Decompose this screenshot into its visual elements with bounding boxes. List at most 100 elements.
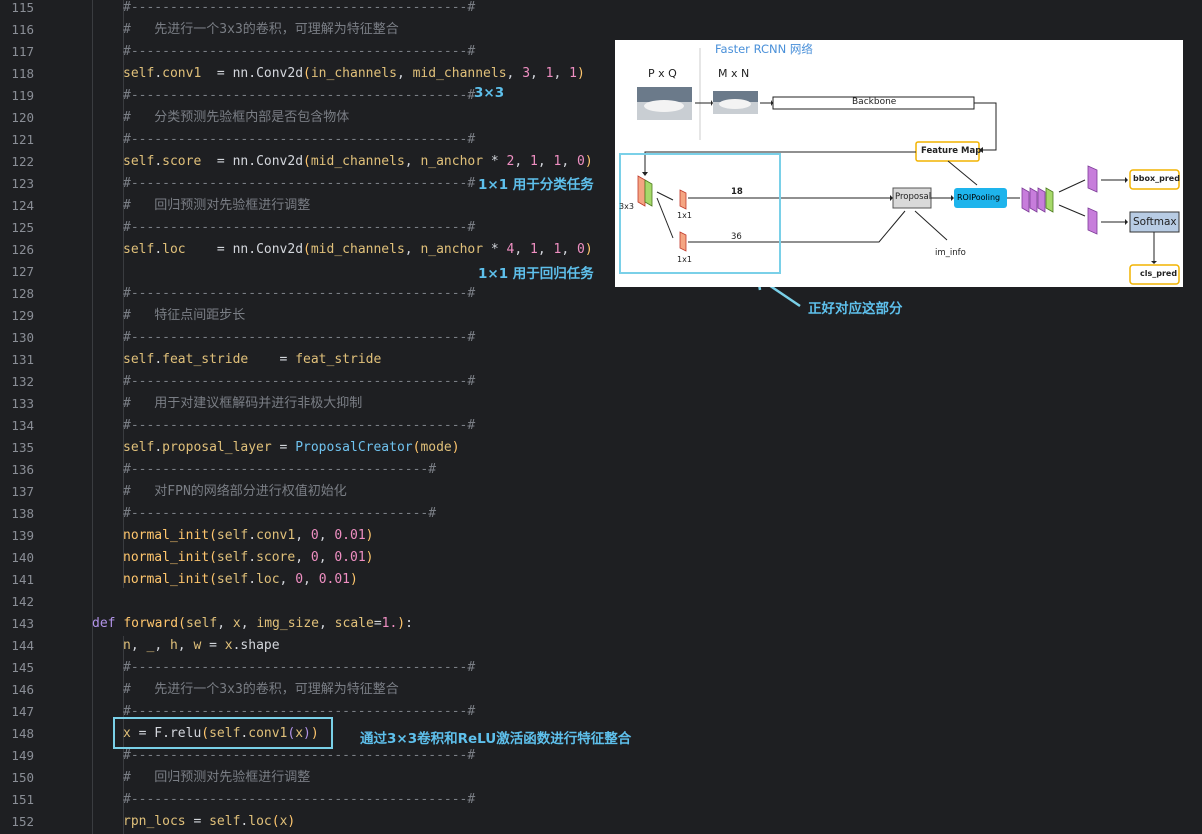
label-cls-pred: cls_pred — [1140, 269, 1178, 278]
line-number: 123 — [11, 176, 34, 191]
comment-separator: #---------------------------------------… — [123, 660, 476, 675]
line-number: 117 — [11, 44, 34, 59]
line-number: 122 — [11, 154, 34, 169]
label-pxq: P x Q — [648, 67, 677, 80]
indent-guide — [123, 636, 124, 834]
label-3x3: 3x3 — [619, 202, 634, 211]
code-line-139: normal_init(self.conv1, 0, 0.01) — [123, 528, 374, 543]
label-softmax: Softmax — [1133, 216, 1177, 228]
line-number: 116 — [11, 22, 34, 37]
line-number: 131 — [11, 352, 34, 367]
roipooling-box — [954, 188, 1007, 208]
line-number: 140 — [11, 550, 34, 565]
line-number: 136 — [11, 462, 34, 477]
line-number: 120 — [11, 110, 34, 125]
line-number-gutter — [0, 0, 62, 834]
code-line-125: #---------------------------------------… — [123, 217, 475, 239]
line-number: 127 — [11, 264, 34, 279]
code-line-147: #---------------------------------------… — [123, 701, 475, 723]
line-number: 141 — [11, 572, 34, 587]
line-number: 128 — [11, 286, 34, 301]
line-number: 135 — [11, 440, 34, 455]
line-number: 142 — [11, 594, 34, 609]
label-im-info: im_info — [935, 248, 966, 258]
label-roipooling: ROIPooling — [957, 193, 1001, 202]
line-number: 118 — [11, 66, 34, 81]
line-number: 130 — [11, 330, 34, 345]
code-editor[interactable]: #---------------------------------------… — [62, 0, 1202, 834]
line-number: 124 — [11, 198, 34, 213]
comment-text: # 特征点间距步长 — [123, 308, 246, 323]
comment-separator: #---------------------------------------… — [123, 748, 476, 763]
comment-separator: #---------------------------------------… — [123, 330, 476, 345]
code-line-126: self.loc = nn.Conv2d(mid_channels, n_anc… — [123, 242, 593, 257]
cls-pred-box — [1129, 264, 1180, 285]
code-line-130: #---------------------------------------… — [123, 327, 475, 349]
code-line-149: #---------------------------------------… — [123, 745, 475, 767]
code-line-135: self.proposal_layer = ProposalCreator(mo… — [123, 440, 460, 455]
line-number: 149 — [11, 748, 34, 763]
code-line-152: rpn_locs = self.loc(x) — [123, 814, 296, 829]
highlight-box-line-148 — [113, 717, 333, 749]
comment-separator: #--------------------------------------# — [123, 462, 437, 477]
line-number: 119 — [11, 88, 34, 103]
comment-separator: #---------------------------------------… — [123, 176, 476, 191]
code-line-144: n, _, h, w = x.shape — [123, 638, 280, 653]
comment-separator: #---------------------------------------… — [123, 374, 476, 389]
line-number: 151 — [11, 792, 34, 807]
label-feature-map: Feature Map — [921, 146, 982, 156]
code-line-131: self.feat_stride = feat_stride — [123, 352, 382, 367]
comment-separator: #---------------------------------------… — [123, 132, 476, 147]
line-number: 139 — [11, 528, 34, 543]
code-line-132: #---------------------------------------… — [123, 371, 475, 393]
line-number: 115 — [11, 0, 34, 15]
indent-guide — [92, 0, 93, 834]
code-line-137: # 对FPN的网络部分进行权值初始化 — [123, 481, 347, 503]
code-line-116: # 先进行一个3x3的卷积，可理解为特征整合 — [123, 19, 399, 41]
line-number: 146 — [11, 682, 34, 697]
line-number: 144 — [11, 638, 34, 653]
code-line-123: #---------------------------------------… — [123, 173, 475, 195]
code-line-148: x = F.relu(self.conv1(x)) — [123, 726, 319, 741]
label-36: 36 — [731, 232, 742, 242]
comment-separator: #--------------------------------------# — [123, 506, 437, 521]
code-line-138: #--------------------------------------# — [123, 503, 436, 525]
comment-separator: #---------------------------------------… — [123, 704, 476, 719]
line-number: 137 — [11, 484, 34, 499]
code-line-145: #---------------------------------------… — [123, 657, 475, 679]
line-number: 125 — [11, 220, 34, 235]
line-number: 132 — [11, 374, 34, 389]
code-line-119: #---------------------------------------… — [123, 85, 475, 107]
code-line-136: #--------------------------------------# — [123, 459, 436, 481]
comment-separator: #---------------------------------------… — [123, 792, 476, 807]
indent-guide — [123, 0, 124, 588]
label-1x1-reg: 1x1 — [677, 255, 692, 264]
code-line-117: #---------------------------------------… — [123, 41, 475, 63]
diagram-graphics — [637, 48, 1180, 285]
code-line-151: #---------------------------------------… — [123, 789, 475, 811]
code-line-122: self.score = nn.Conv2d(mid_channels, n_a… — [123, 154, 593, 169]
code-line-140: normal_init(self.score, 0, 0.01) — [123, 550, 374, 565]
line-number: 126 — [11, 242, 34, 257]
label-backbone: Backbone — [852, 97, 897, 107]
code-line-141: normal_init(self.loc, 0, 0.01) — [123, 572, 358, 587]
line-number: 138 — [11, 506, 34, 521]
code-line-150: # 回归预测对先验框进行调整 — [123, 767, 310, 789]
code-line-115: #---------------------------------------… — [123, 0, 475, 19]
annotation-3x3: 3×3 — [474, 85, 505, 101]
code-line-128: #---------------------------------------… — [123, 283, 475, 305]
comment-separator: #---------------------------------------… — [123, 44, 476, 59]
code-line-146: # 先进行一个3x3的卷积，可理解为特征整合 — [123, 679, 399, 701]
line-number: 143 — [11, 616, 34, 631]
rpn-highlight-box — [619, 153, 781, 274]
code-line-134: #---------------------------------------… — [123, 415, 475, 437]
comment-text: # 回归预测对先验框进行调整 — [123, 198, 311, 213]
faster-rcnn-diagram: Faster RCNN 网络 P x Q M x N Backbone Feat… — [615, 40, 1183, 287]
comment-text: # 先进行一个3x3的卷积，可理解为特征整合 — [123, 22, 399, 37]
line-number: 145 — [11, 660, 34, 675]
line-number: 134 — [11, 418, 34, 433]
comment-separator: #---------------------------------------… — [123, 286, 476, 301]
diagram-title: Faster RCNN 网络 — [715, 42, 813, 56]
label-proposal: Proposal — [895, 192, 932, 202]
code-line-129: # 特征点间距步长 — [123, 305, 245, 327]
